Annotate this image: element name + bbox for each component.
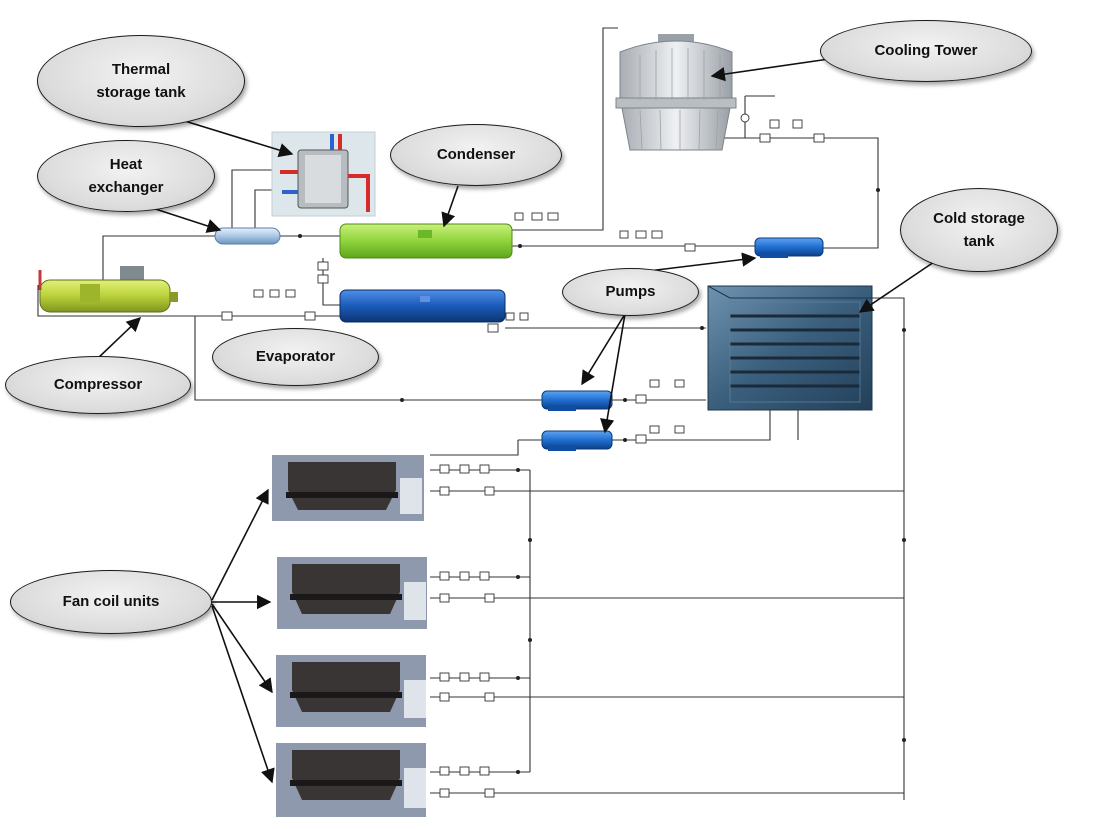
cold-storage-tank-label: Cold storage tank [900,188,1058,272]
cold-tank-icon [707,285,873,411]
thermal-storage-tank-label: Thermal storage tank [37,35,245,127]
pumps-text: Pumps [605,283,656,301]
heat-exchanger-icon [214,227,281,245]
cooling-tower-label: Cooling Tower [820,20,1032,82]
piping [37,27,905,800]
pumps-label: Pumps [562,268,699,316]
pump-icon [541,390,613,411]
evaporator-icon [339,289,506,323]
fan-coil-units-text: Fan coil units [62,593,160,611]
fan-coil-icon [276,743,426,817]
thermal-storage-tank-text: Thermal storage tank [96,60,186,101]
fan-coil-icon [277,557,427,629]
heat-exchanger-text: Heat exchanger [88,155,164,196]
condenser-icon [339,223,513,259]
heat-exchanger-label: Heat exchanger [37,140,215,212]
pump-icon [754,237,824,258]
fan-coil-units-label: Fan coil units [10,570,212,634]
cooling-tower-icon [615,34,737,151]
callout-arrows [95,57,935,784]
flow-markers [298,188,906,774]
pump-icon [541,430,613,451]
valves-and-sensors [221,113,825,798]
cooling-tower-text: Cooling Tower [874,42,978,60]
compressor-icon [38,266,178,313]
compressor-label: Compressor [5,356,191,414]
fan-coil-icon [272,455,424,521]
evaporator-text: Evaporator [255,348,336,366]
condenser-label: Condenser [390,124,562,186]
fan-coil-icon [276,655,426,727]
evaporator-label: Evaporator [212,328,379,386]
condenser-text: Condenser [436,146,516,164]
compressor-text: Compressor [53,376,143,394]
tank-icon [271,131,376,217]
cold-storage-tank-text: Cold storage tank [933,209,1025,250]
